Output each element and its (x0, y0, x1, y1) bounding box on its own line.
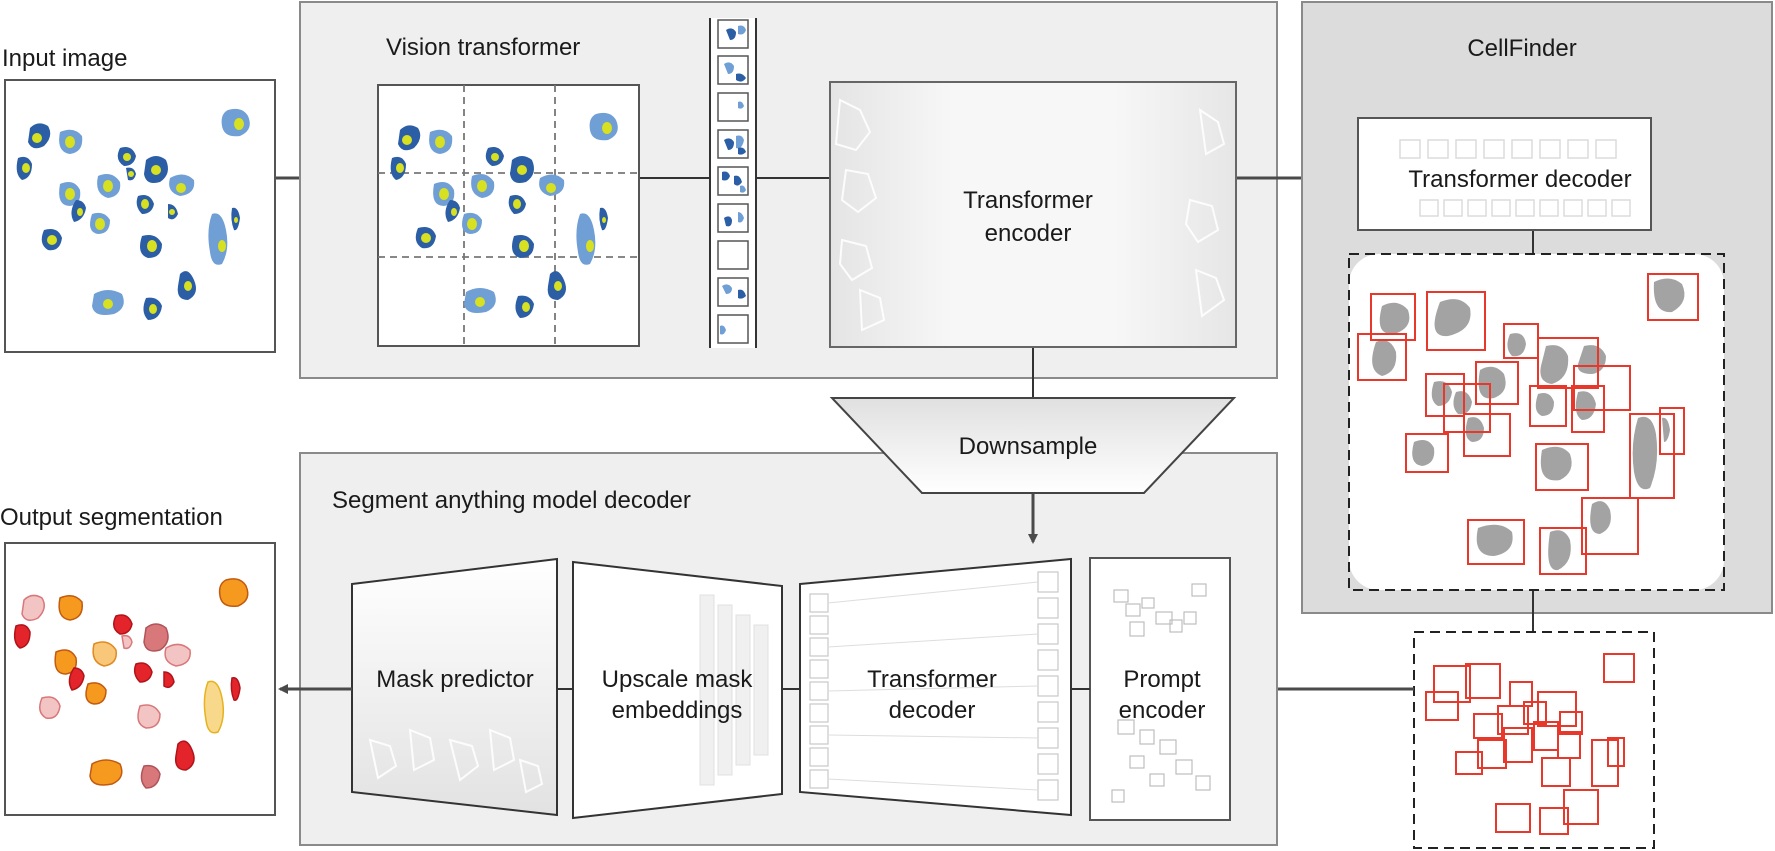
decoder-query-tokens-top (1399, 139, 1617, 159)
input-nuclei (16, 108, 250, 320)
cellfinder-transformer-decoder-label: Transformer decoder (1408, 166, 1631, 193)
downsample-label: Downsample (959, 433, 1098, 460)
box-prompts-panel (1413, 631, 1655, 849)
cellfinder-transformer-decoder-block: Transformer decoder (1357, 117, 1652, 231)
detection-boxes (1357, 273, 1699, 575)
input-image-label: Input image (2, 45, 127, 72)
upscale-mask-embeddings-block: Upscale mask embeddings (572, 560, 783, 820)
patch-token-column (709, 18, 757, 348)
grid-nuclei (390, 112, 618, 318)
sam-transformer-decoder-label-line1: Transformer (867, 666, 997, 693)
transformer-encoder-label-line1: Transformer (963, 187, 1093, 214)
upscale-label-line1: Upscale mask (602, 666, 754, 693)
downsample-block: Downsample (829, 397, 1237, 494)
prompt-encoder-block: Prompt encoder (1089, 557, 1231, 821)
sam-transformer-decoder-block: Transformer decoder (799, 557, 1072, 817)
decoder-query-tokens-bottom (1419, 199, 1631, 217)
patch-token-contents (720, 25, 746, 335)
detected-cells (1372, 278, 1685, 571)
mask-predictor-block: Mask predictor (351, 557, 558, 817)
input-image-panel (4, 79, 276, 353)
detections-panel (1348, 253, 1725, 591)
vision-transformer-label: Vision transformer (386, 34, 580, 61)
upscale-layers (699, 594, 769, 786)
output-segmentation-label: Output segmentation (0, 504, 223, 531)
sam-transformer-decoder-label-line2: decoder (889, 697, 976, 724)
prompt-encoder-label-line1: Prompt (1123, 666, 1201, 693)
output-segmentation-panel (4, 542, 276, 816)
encoder-texture (834, 98, 1226, 332)
sam-decoder-label: Segment anything model decoder (332, 487, 691, 514)
transformer-encoder-label-line2: encoder (985, 220, 1072, 247)
patch-grid-image (377, 84, 640, 347)
mask-predictor-texture (368, 728, 544, 794)
decoder-attention-lines (827, 581, 1039, 791)
output-masks (13, 578, 249, 789)
prompt-encoder-label-line2: encoder (1119, 697, 1206, 724)
mask-predictor-label: Mask predictor (376, 666, 533, 693)
cellfinder-label: CellFinder (1467, 35, 1576, 62)
patch-grid-lines (378, 85, 639, 346)
box-prompts (1425, 653, 1635, 835)
transformer-encoder-block: Transformer encoder (829, 81, 1237, 348)
prompt-encoder-texture (1111, 583, 1211, 803)
upscale-label-line2: embeddings (612, 697, 743, 724)
